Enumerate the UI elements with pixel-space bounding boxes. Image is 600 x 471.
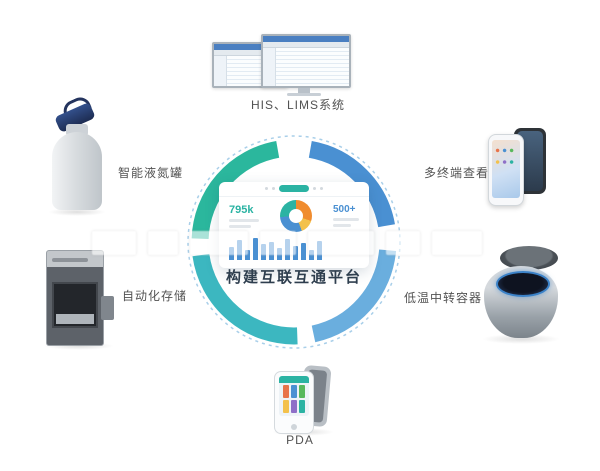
mini-dashboard-stats: 795k 500+: [219, 197, 369, 235]
monitor-spreadsheet: [263, 48, 349, 86]
label-cryo-transfer: 低温中转容器: [404, 291, 483, 305]
header-dot-icon: [313, 187, 316, 191]
ring-segment-top-right: [308, 141, 395, 228]
label-auto-storage: 自动化存储: [122, 289, 188, 303]
watermark-block: [432, 230, 482, 255]
app-tile: [291, 400, 297, 413]
placeholder-line: [229, 224, 251, 228]
app-tile: [299, 385, 305, 398]
monitor-toolbar: [214, 50, 286, 56]
mini-stat-left-block: 795k: [229, 204, 259, 228]
app-tile: [299, 400, 305, 413]
nitrogen-tank-icon: [52, 132, 102, 210]
label-pda: PDA: [286, 433, 314, 447]
app-tile: [291, 385, 297, 398]
pda-home-button: [291, 424, 297, 430]
storage-window: [52, 282, 98, 328]
monitor-titlebar: [263, 36, 349, 42]
mini-stat-right-value: 500+: [333, 204, 356, 216]
storage-shadow: [44, 342, 114, 350]
header-dot-icon: [272, 187, 275, 191]
mini-dashboard: 795k 500+: [219, 182, 369, 268]
watermark-block: [148, 230, 178, 255]
mini-stat-left-value: 795k: [229, 203, 254, 216]
mini-header-button: [279, 185, 309, 193]
storage-slot: [52, 258, 88, 262]
platform-title: 构建互联互通平台: [225, 269, 362, 286]
platform-ring: [187, 135, 401, 349]
storage-side-unit: [101, 296, 114, 320]
ring-segment-bottom-left: [192, 253, 298, 345]
label-nitrogen-tank: 智能液氮罐: [118, 166, 184, 180]
mini-bar-chart: [229, 236, 359, 260]
pda-screen: [279, 376, 309, 416]
container-shadow: [482, 334, 560, 344]
mini-stat-right-block: 500+: [333, 204, 359, 228]
placeholder-line: [333, 224, 351, 228]
phone-front-icon: [488, 134, 524, 206]
monitor-stand: [298, 88, 310, 93]
app-tile: [283, 400, 289, 413]
mini-donut-chart: [280, 199, 312, 232]
header-dot-icon: [320, 187, 323, 191]
monitor-front-icon: [261, 34, 351, 88]
tank-shadow: [48, 208, 106, 216]
header-dot-icon: [265, 187, 268, 191]
ring-segment-top-left: [191, 141, 280, 240]
placeholder-line: [229, 218, 259, 222]
app-tile: [283, 385, 289, 398]
pda-front-icon: [274, 371, 314, 434]
monitor-base: [287, 93, 321, 96]
label-multi-terminal: 多终端查看: [424, 166, 490, 180]
ring-segment-bottom-right: [311, 249, 397, 343]
label-his-lims: HIS、LIMS系统: [250, 98, 345, 112]
monitor-toolbar: [263, 42, 349, 48]
monitor-titlebar: [214, 44, 286, 50]
placeholder-line: [333, 218, 359, 222]
mini-dashboard-header: [219, 182, 369, 197]
cryo-container-opening: [496, 271, 550, 297]
phone-screen: [492, 140, 520, 198]
